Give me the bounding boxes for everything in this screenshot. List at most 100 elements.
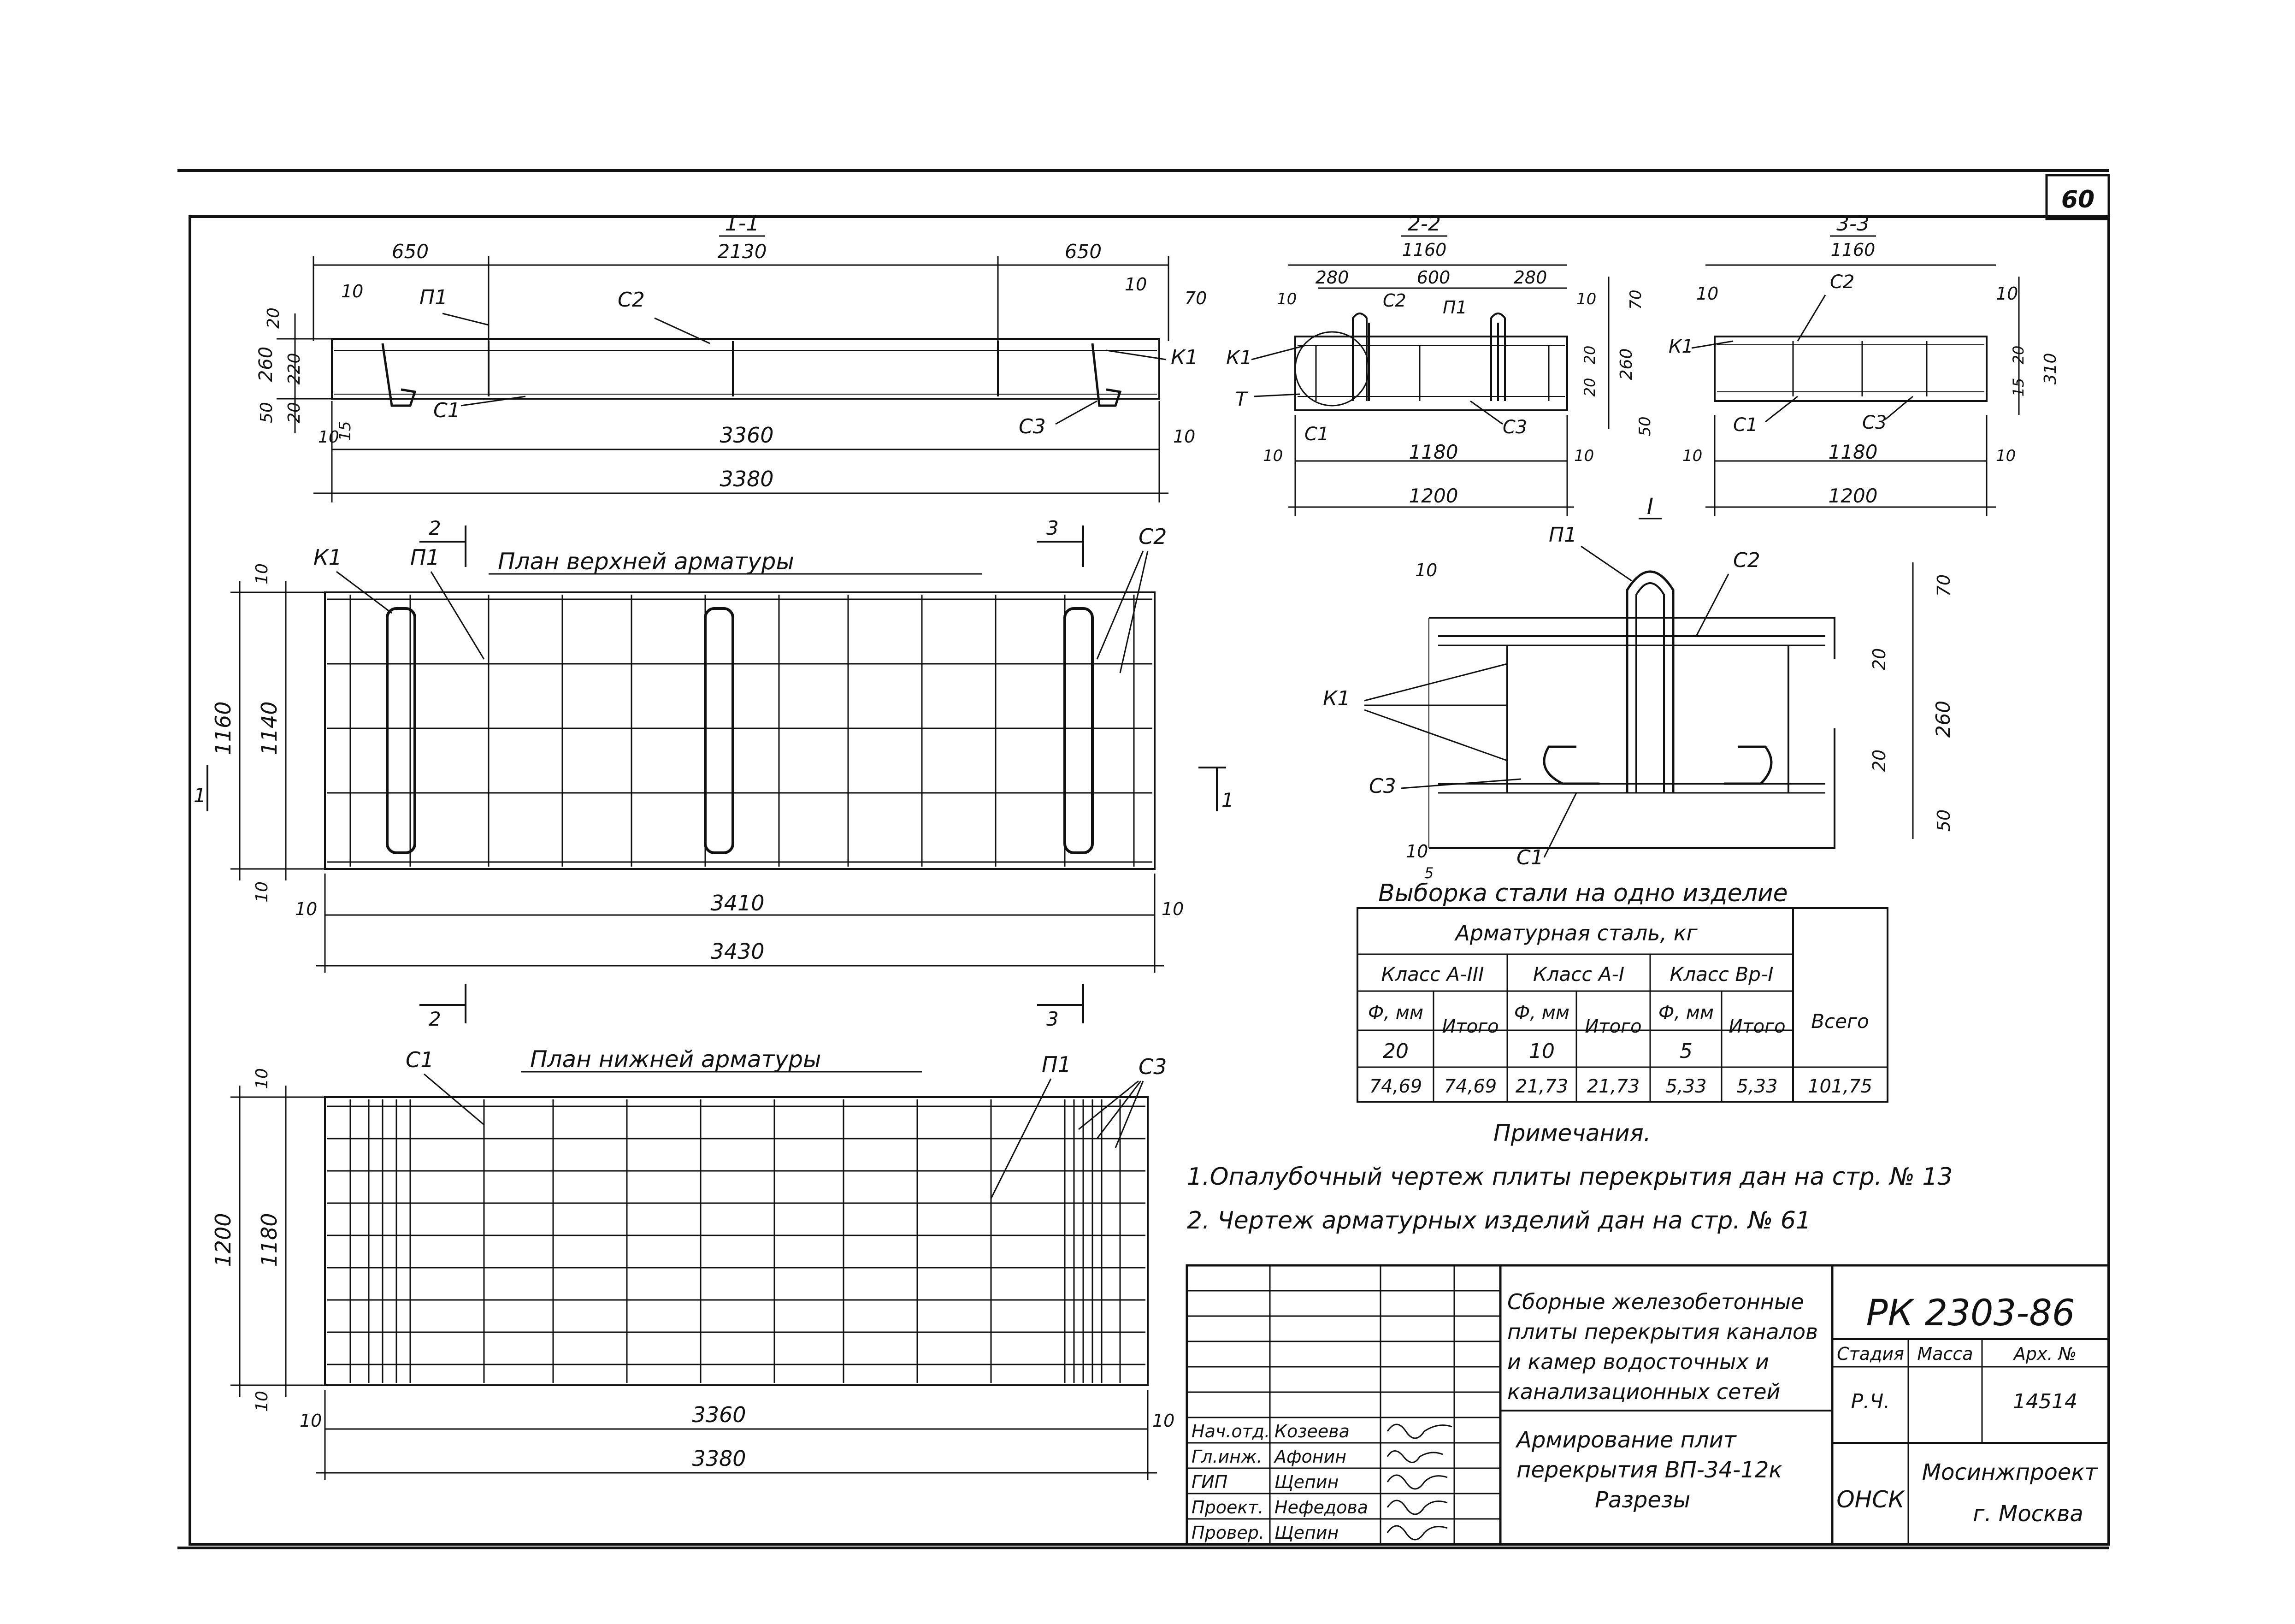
title-desc-1: Сборные железобетонные bbox=[1507, 1289, 1804, 1314]
sec3-label-c2: С2 bbox=[1830, 272, 1854, 293]
title-col-mass: Масса bbox=[1917, 1344, 1973, 1364]
section-1-title: 1-1 bbox=[725, 211, 759, 236]
sec1-label-c2: С2 bbox=[618, 288, 645, 312]
note-1: 1.Опалубочный чертеж плиты перекрытия да… bbox=[1187, 1163, 1953, 1191]
title-stage: Р.Ч. bbox=[1851, 1390, 1890, 1413]
sec2-dim-1160: 1160 bbox=[1402, 240, 1447, 260]
sec2-dim-10a: 10 bbox=[1277, 290, 1297, 308]
sec1-dim-3380: 3380 bbox=[720, 467, 773, 491]
plan-top-reinforcement: План верхней арматуры 2 3 1 1 10 1160 11… bbox=[194, 517, 1234, 973]
steel-val-5: 5,33 bbox=[1665, 1076, 1706, 1097]
plan-top-title: План верхней арматуры bbox=[498, 548, 794, 575]
sec1-dim-50: 50 bbox=[257, 402, 276, 423]
sec1-label-k1: К1 bbox=[1171, 346, 1198, 369]
sec2-dim-20b: 20 bbox=[1581, 378, 1599, 397]
sec3-dim-310: 310 bbox=[2041, 353, 2060, 385]
sec2-dim-280b: 280 bbox=[1514, 267, 1547, 288]
sec1-label-p1: П1 bbox=[419, 286, 448, 309]
signer-name-4: Нефедова bbox=[1274, 1497, 1368, 1518]
steel-header-group: Арматурная сталь, кг bbox=[1454, 921, 1698, 945]
detail-label-k1: К1 bbox=[1323, 687, 1350, 710]
detail-label-c2: С2 bbox=[1733, 549, 1760, 572]
plan-top-cut-1b: 1 bbox=[1221, 789, 1234, 811]
plan-bottom-dim-1200: 1200 bbox=[211, 1213, 236, 1267]
sec2-dim-10d: 10 bbox=[1574, 447, 1594, 465]
sec1-dim-260: 260 bbox=[255, 347, 277, 382]
sec2-dim-1200: 1200 bbox=[1409, 484, 1458, 507]
title-org-2: г. Москва bbox=[1973, 1501, 2083, 1527]
steel-val-1: 74,69 bbox=[1369, 1076, 1422, 1097]
plan-bottom-dim-10c: 10 bbox=[300, 1411, 322, 1431]
sec2-label-c2: С2 bbox=[1383, 290, 1406, 311]
signer-role-2: Гл.инж. bbox=[1192, 1447, 1262, 1467]
sec1-label-c3: С3 bbox=[1019, 415, 1046, 438]
section-3-3: 3-3 1160 10 10 20 15 310 1180 1200 10 10… bbox=[1669, 212, 2060, 516]
sec3-dim-10a: 10 bbox=[1696, 283, 1718, 304]
plan-top-dim-3410: 3410 bbox=[710, 891, 764, 915]
detail-label-c3: С3 bbox=[1369, 774, 1396, 798]
detail-title: I bbox=[1647, 494, 1653, 520]
signer-name-3: Щепин bbox=[1274, 1472, 1339, 1492]
plan-top-dim-10c: 10 bbox=[295, 899, 317, 919]
sec3-dim-10b: 10 bbox=[1996, 283, 2018, 304]
sec2-label-p1: П1 bbox=[1443, 297, 1467, 318]
section-1-1: 1-1 650 2130 650 10 10 70 260 20 220 50 … bbox=[255, 211, 1207, 502]
signer-role-4: Проект. bbox=[1192, 1497, 1264, 1518]
title-drawing-1: Армирование плит bbox=[1515, 1427, 1737, 1453]
sec1-dim-10c: 10 bbox=[318, 428, 339, 447]
sheet-frame bbox=[177, 169, 2110, 1549]
plan-top-cut-3: 3 bbox=[1046, 517, 1059, 539]
sec3-label-c1: С1 bbox=[1733, 414, 1758, 436]
steel-class-a3: Класс А-III bbox=[1381, 963, 1484, 986]
title-desc-3: и камер водосточных и bbox=[1507, 1349, 1769, 1374]
steel-dia-10: 10 bbox=[1529, 1039, 1555, 1063]
detail-i: I 10 70 20 260 20 50 10 5 П1 С2 К1 С3 bbox=[1323, 494, 1954, 882]
plan-top-dim-1160: 1160 bbox=[211, 701, 236, 755]
title-drawing-3: Разрезы bbox=[1595, 1487, 1690, 1513]
steel-col-dia-1: Ф, мм bbox=[1368, 1002, 1423, 1023]
section-3-title: 3-3 bbox=[1836, 212, 1870, 236]
note-2: 2. Чертеж арматурных изделий дан на стр.… bbox=[1187, 1207, 1811, 1234]
steel-col-total-1: Итого bbox=[1442, 1016, 1499, 1037]
plan-top-dim-1140: 1140 bbox=[257, 701, 282, 755]
title-dept: ОНСК bbox=[1836, 1486, 1906, 1513]
steel-dia-20: 20 bbox=[1383, 1039, 1409, 1063]
plan-bottom-dim-10d: 10 bbox=[1152, 1411, 1174, 1431]
detail-dim-10a: 10 bbox=[1415, 560, 1437, 580]
title-drawing-2: перекрытия ВП-34-12к bbox=[1516, 1457, 1782, 1483]
signer-role-5: Провер. bbox=[1192, 1523, 1264, 1543]
title-block-code: РК 2303-86 bbox=[1866, 1293, 2075, 1334]
sec1-dim-650-left: 650 bbox=[392, 240, 429, 263]
steel-col-total-3: Итого bbox=[1729, 1016, 1785, 1037]
section-2-2: 2-2 1160 280 600 280 10 10 70 20 20 260 … bbox=[1226, 212, 1654, 516]
plan-bottom-label-p1: П1 bbox=[1042, 1052, 1071, 1077]
steel-val-2: 74,69 bbox=[1444, 1076, 1497, 1097]
plan-top-cut-2: 2 bbox=[429, 517, 441, 539]
sec1-label-c1: С1 bbox=[433, 399, 460, 422]
plan-bottom-dim-10b: 10 bbox=[253, 1391, 271, 1412]
plan-bottom-cut-2: 2 bbox=[429, 1008, 441, 1030]
sec2-dim-10b: 10 bbox=[1576, 290, 1596, 308]
sec2-label-k1: К1 bbox=[1226, 346, 1252, 369]
detail-dim-10b: 10 bbox=[1406, 841, 1428, 862]
steel-table: Выборка стали на одно изделие Арматурная… bbox=[1357, 880, 1888, 1103]
steel-col-all: Всего bbox=[1811, 1010, 1869, 1033]
sec2-dim-10c: 10 bbox=[1263, 447, 1283, 465]
sec1-dim-220: 220 bbox=[285, 353, 304, 385]
section-2-title: 2-2 bbox=[1408, 212, 1441, 236]
sec3-dim-10c: 10 bbox=[1682, 447, 1702, 465]
sec3-dim-1160: 1160 bbox=[1831, 240, 1876, 260]
plan-top-label-k1: К1 bbox=[313, 545, 342, 570]
sec1-dim-10d: 10 bbox=[1173, 426, 1195, 447]
title-block: РК 2303-86 Сборные железобетонные плиты … bbox=[1186, 1264, 2110, 1546]
sec1-dim-3360: 3360 bbox=[720, 423, 773, 448]
sec3-label-c3: С3 bbox=[1862, 412, 1887, 433]
sec1-dim-10b: 10 bbox=[1125, 274, 1147, 295]
steel-val-7: 101,75 bbox=[1808, 1076, 1872, 1097]
plan-bottom-dim-3360: 3360 bbox=[692, 1402, 746, 1427]
signer-name-5: Щепин bbox=[1274, 1523, 1339, 1543]
sec3-dim-10d: 10 bbox=[1996, 447, 2016, 465]
plan-bottom-dim-10a: 10 bbox=[253, 1068, 271, 1089]
